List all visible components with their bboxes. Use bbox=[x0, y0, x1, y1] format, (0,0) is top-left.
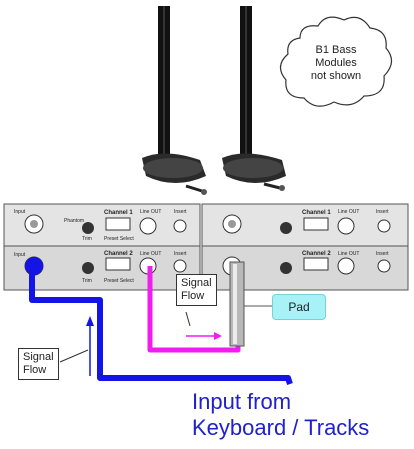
mixer-lineout-label-1: Line OUT bbox=[140, 209, 161, 215]
mixer-lineout-label-4: Line OUT bbox=[338, 251, 359, 257]
input-line-2: Keyboard / Tracks bbox=[192, 415, 370, 440]
mixer-preset-label-1: Preset Select bbox=[104, 236, 134, 242]
mixer-preset-label-2: Preset Select bbox=[104, 278, 134, 284]
mixer-phantom-label-1: Phantom bbox=[64, 218, 84, 224]
signal-flow-top-line-1: Signal bbox=[181, 277, 212, 289]
signal-flow-arrow-top bbox=[185, 311, 222, 340]
mixer-unit-left bbox=[3, 203, 201, 291]
speaker-right bbox=[222, 6, 286, 191]
mixer-insert-label-2: Insert bbox=[174, 251, 187, 257]
signal-flow-label-left: Signal Flow bbox=[18, 348, 59, 380]
cloud-line-3: not shown bbox=[310, 70, 362, 82]
mixer-lineout-label-3: Line OUT bbox=[338, 209, 359, 215]
signal-flow-arrow-left bbox=[59, 316, 94, 376]
cloud-line-1: B1 Bass bbox=[315, 44, 357, 56]
pad-label: Pad bbox=[272, 294, 326, 320]
signal-flow-left-line-1: Signal bbox=[23, 351, 54, 363]
cloud-shape bbox=[279, 16, 393, 107]
mixer-channel1-label-left: Channel 1 bbox=[104, 210, 133, 216]
pad-device bbox=[229, 261, 272, 347]
mixer-trim-label-1: Trim bbox=[82, 236, 92, 242]
mixer-input-label-2: Input bbox=[14, 252, 26, 258]
signal-flow-top-line-2: Flow bbox=[181, 290, 205, 302]
mixer-input-label-1: Input bbox=[14, 209, 26, 215]
signal-flow-left-line-2: Flow bbox=[23, 364, 47, 376]
mixer-unit-right bbox=[201, 203, 409, 291]
input-source-label: Input from Keyboard / Tracks bbox=[192, 389, 402, 441]
blue-input-jack bbox=[25, 257, 43, 275]
speaker-left bbox=[142, 6, 207, 195]
mixer-channel2-label-right: Channel 2 bbox=[302, 251, 331, 257]
input-line-1: Input from bbox=[192, 389, 292, 414]
mixer-insert-label-1: Insert bbox=[174, 209, 187, 215]
mixer-lineout-label-2: Line OUT bbox=[140, 251, 161, 257]
cloud-line-2: Modules bbox=[315, 57, 357, 69]
cloud-label: B1 Bass Modules not shown bbox=[290, 44, 382, 83]
mixer-channel1-label-right: Channel 1 bbox=[302, 210, 331, 216]
mixer-trim-label-2: Trim bbox=[82, 278, 92, 284]
mixer-insert-label-3: Insert bbox=[376, 209, 389, 215]
signal-flow-label-top: Signal Flow bbox=[176, 274, 217, 306]
blue-cable bbox=[29, 266, 293, 385]
mixer-insert-label-4: Insert bbox=[376, 251, 389, 257]
mixer-channel2-label-left: Channel 2 bbox=[104, 251, 133, 257]
